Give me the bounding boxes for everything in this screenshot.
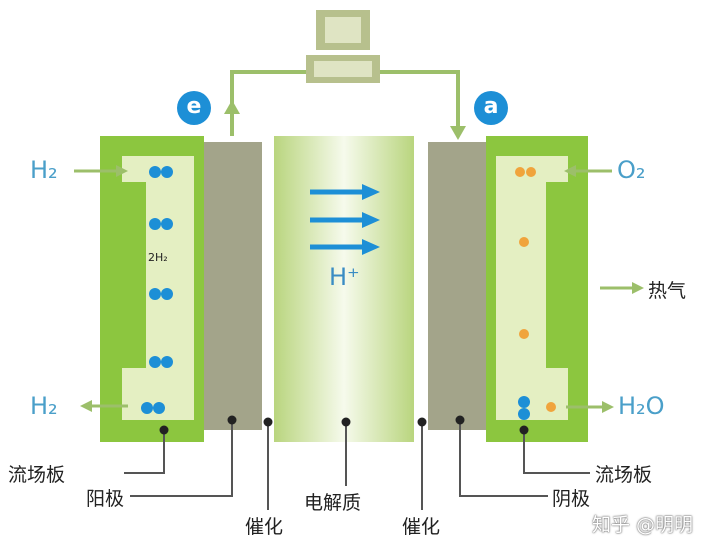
catalyst-right-label: 催化 xyxy=(402,516,441,538)
hydrogen-inlet-label: H₂ xyxy=(30,156,58,184)
heat-label: 热气 xyxy=(648,280,687,302)
flow-plate-left-label: 流场板 xyxy=(8,464,66,486)
electron-in-badge: a xyxy=(474,91,508,125)
load-motor xyxy=(306,10,380,83)
gas-arrows xyxy=(74,165,644,413)
proton-flow-arrows xyxy=(310,184,380,255)
proton-label: H⁺ xyxy=(329,263,360,291)
oxygen-molecules xyxy=(515,167,556,412)
cathode-label: 阴极 xyxy=(552,488,591,510)
anode-layer xyxy=(204,142,262,430)
electron-in-arrow xyxy=(450,126,466,140)
electron-out-badge: e xyxy=(177,91,211,125)
label-leader-dots xyxy=(159,415,529,435)
electron-out-arrow xyxy=(224,100,240,114)
hydrogen-outlet-label: H₂ xyxy=(30,392,58,420)
two-hydrogen-label: 2H₂ xyxy=(148,251,168,264)
oxygen-inlet-label: O₂ xyxy=(617,156,646,184)
external-circuit-wire xyxy=(230,70,306,112)
cathode-layer xyxy=(428,142,486,430)
right-flow-field-plate xyxy=(486,136,588,442)
flow-plate-right-label: 流场板 xyxy=(595,464,653,486)
water-outlet-label: H₂O xyxy=(618,392,665,420)
electrolyte-label: 电解质 xyxy=(304,492,362,514)
catalyst-left-label: 催化 xyxy=(245,516,284,538)
watermark: 知乎 @明明 xyxy=(592,514,694,536)
hydrogen-molecules xyxy=(141,166,530,420)
electrolyte-membrane xyxy=(274,136,414,442)
anode-label: 阳极 xyxy=(86,488,125,510)
label-leader-lines xyxy=(124,420,590,510)
